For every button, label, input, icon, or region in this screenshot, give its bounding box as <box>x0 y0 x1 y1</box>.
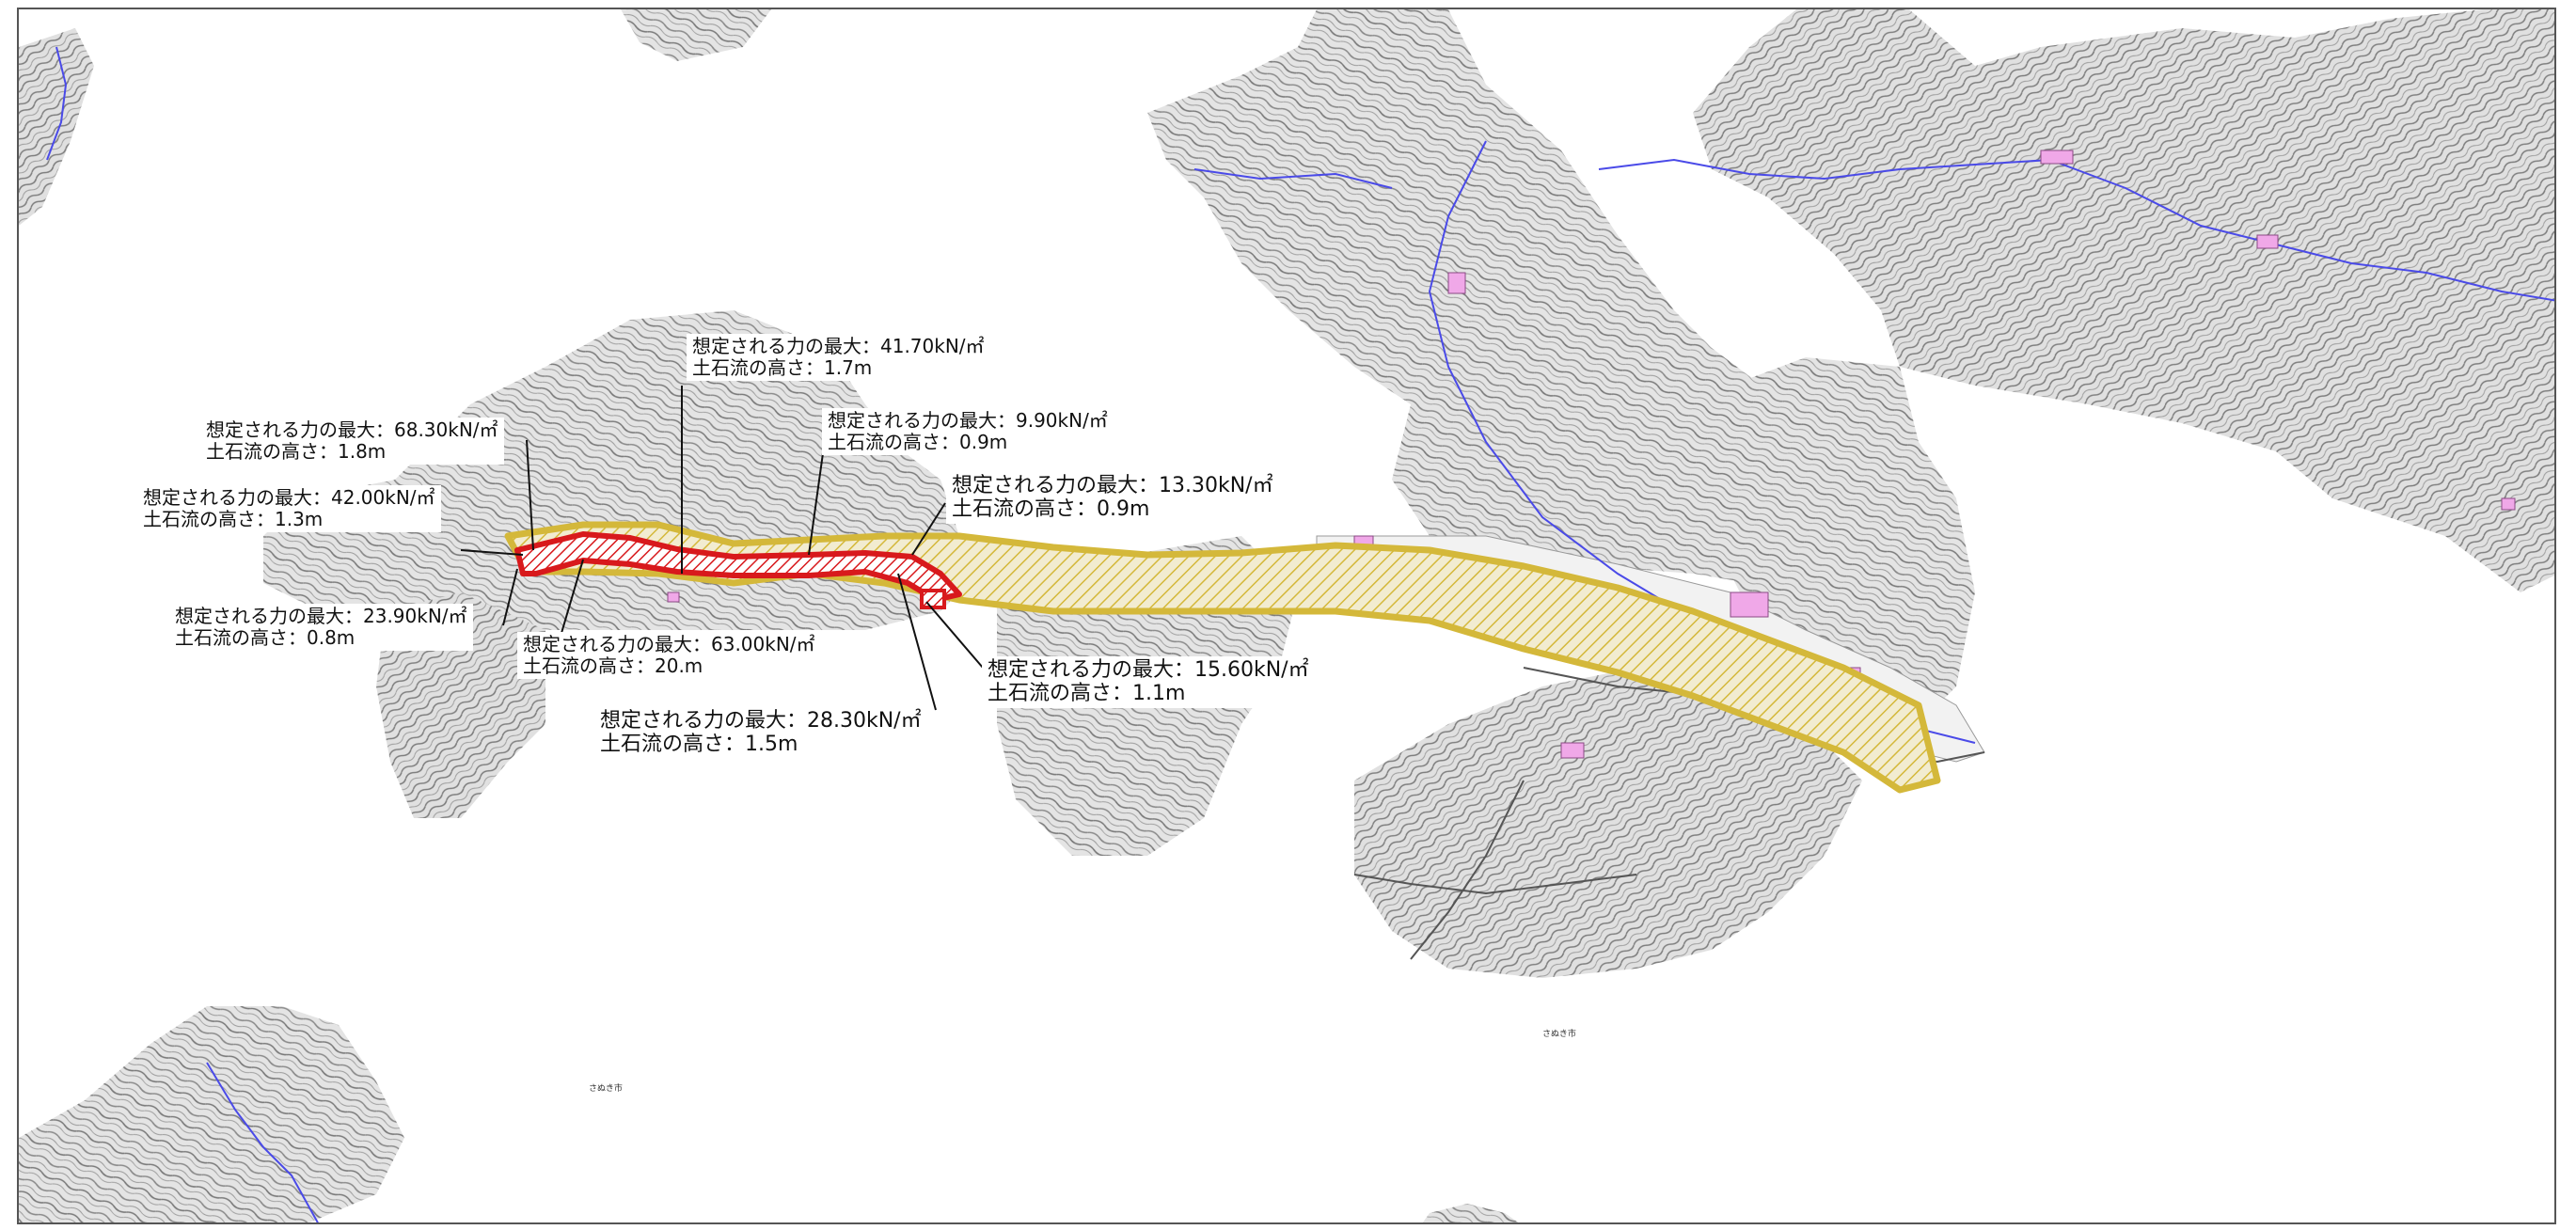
map-frame[interactable]: さぬき市 さぬき市 想定される力の最大：68.30kN/㎡ 土石流の高さ：1.8… <box>17 8 2556 1224</box>
debris-height-text: 土石流の高さ：0.9m <box>828 431 1008 453</box>
debris-height-text: 土石流の高さ：0.8m <box>175 626 356 649</box>
special-warning-zone-area-small <box>920 589 946 609</box>
max-force-text: 想定される力の最大：28.30kN/㎡ <box>600 709 922 733</box>
warning-zone-area <box>504 521 1941 794</box>
max-force-text: 想定される力の最大：9.90kN/㎡ <box>828 409 1108 432</box>
debris-height-text: 土石流の高さ：1.1m <box>988 682 1186 706</box>
annotation-label: 想定される力の最大：68.30kN/㎡ 土石流の高さ：1.8m <box>200 418 504 465</box>
annotation-label: 想定される力の最大：28.30kN/㎡ 土石流の高さ：1.5m <box>594 707 927 759</box>
max-force-text: 想定される力の最大：68.30kN/㎡ <box>206 418 498 441</box>
warning-zone <box>504 521 1941 794</box>
max-force-text: 想定される力の最大：63.00kN/㎡ <box>523 633 815 655</box>
annotation-label: 想定される力の最大：9.90kN/㎡ 土石流の高さ：0.9m <box>822 408 1114 455</box>
max-force-text: 想定される力の最大：23.90kN/㎡ <box>175 605 467 627</box>
debris-height-text: 土石流の高さ：0.9m <box>952 497 1150 522</box>
debris-height-text: 土石流の高さ：1.3m <box>143 508 324 530</box>
debris-height-text: 土石流の高さ：1.5m <box>600 733 798 757</box>
terrain-top-left-corner <box>19 28 94 226</box>
terrain-bottom-center <box>1422 1204 1519 1222</box>
max-force-text: 想定される力の最大：41.70kN/㎡ <box>692 335 985 357</box>
annotation-label: 想定される力の最大：63.00kN/㎡ 土石流の高さ：20.m <box>517 632 821 679</box>
place-name-label: さぬき市 <box>1542 1030 1576 1039</box>
annotation-label: 想定される力の最大：41.70kN/㎡ 土石流の高さ：1.7m <box>687 334 990 381</box>
annotation-label: 想定される力の最大：42.00kN/㎡ 土石流の高さ：1.3m <box>137 485 441 532</box>
terrain-northeast <box>1693 9 2554 592</box>
debris-height-text: 土石流の高さ：1.8m <box>206 440 387 463</box>
place-name-label: さぬき市 <box>589 1084 623 1094</box>
max-force-text: 想定される力の最大：13.30kN/㎡ <box>952 474 1273 497</box>
annotation-label: 想定される力の最大：23.90kN/㎡ 土石流の高さ：0.8m <box>169 604 473 651</box>
annotation-label: 想定される力の最大：15.60kN/㎡ 土石流の高さ：1.1m <box>982 656 1315 708</box>
terrain-southeast <box>1354 668 1862 978</box>
debris-height-text: 土石流の高さ：20.m <box>523 654 703 677</box>
max-force-text: 想定される力の最大：42.00kN/㎡ <box>143 486 435 509</box>
debris-height-text: 土石流の高さ：1.7m <box>692 356 873 379</box>
max-force-text: 想定される力の最大：15.60kN/㎡ <box>988 658 1309 682</box>
terrain-top-center <box>621 9 771 61</box>
annotation-label: 想定される力の最大：13.30kN/㎡ 土石流の高さ：0.9m <box>946 472 1279 524</box>
terrain-bottom-left <box>19 1006 404 1222</box>
leader-lines <box>460 386 984 711</box>
